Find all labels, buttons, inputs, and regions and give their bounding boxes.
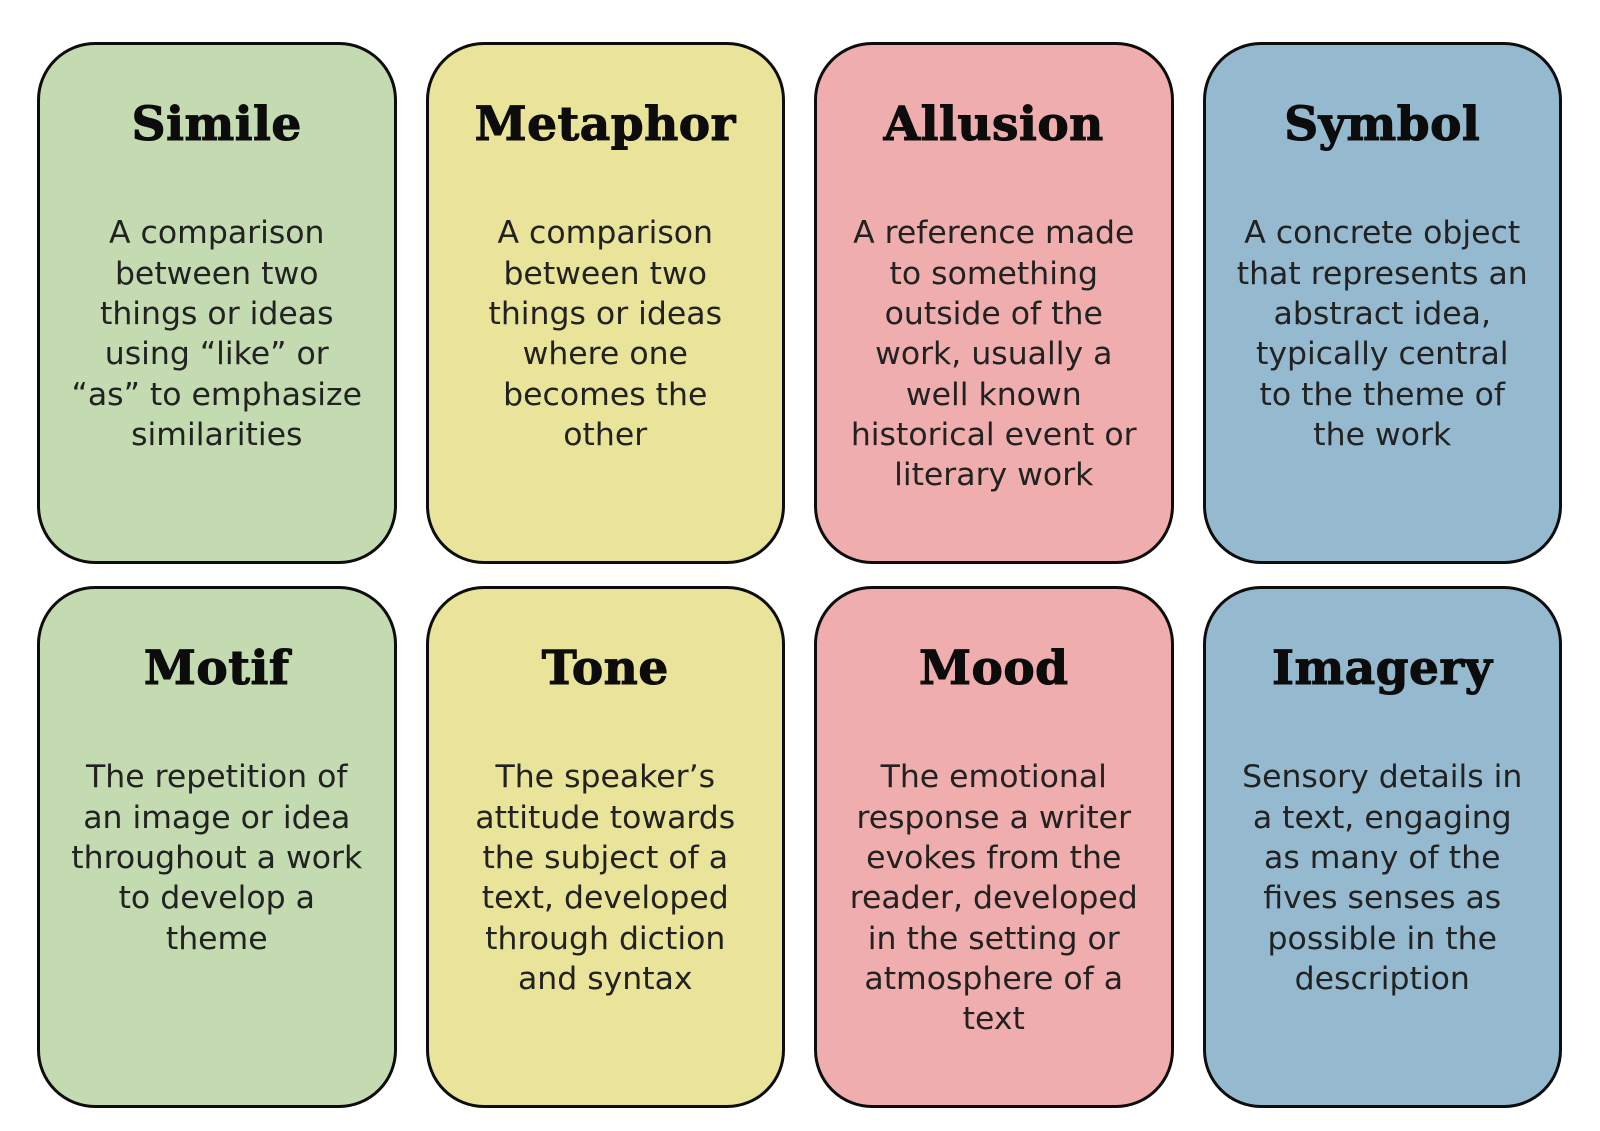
card-definition: The speaker’s attitude towards the subje… [475, 759, 736, 997]
card-title: Mood [918, 640, 1069, 696]
card-definition: A concrete object that represents an abs… [1236, 215, 1528, 453]
card-definition: Sensory details in a text, engaging as m… [1242, 759, 1523, 997]
card-title: Imagery [1271, 640, 1493, 696]
card-motif: Motif The repetition of an image or idea… [37, 586, 397, 1108]
card-title: Allusion [883, 96, 1104, 152]
card-mood: Mood The emotional response a writer evo… [814, 586, 1174, 1108]
card-symbol: Symbol A concrete object that represents… [1202, 42, 1562, 564]
card-title: Simile [131, 96, 302, 152]
card-simile: Simile A comparison between two things o… [37, 42, 397, 564]
card-definition: The repetition of an image or idea throu… [71, 759, 363, 957]
card-title: Symbol [1284, 96, 1481, 152]
card-metaphor: Metaphor A comparison between two things… [425, 42, 785, 564]
card-definition: A reference made to something outside of… [850, 215, 1137, 494]
card-allusion: Allusion A reference made to something o… [814, 42, 1174, 564]
card-title: Motif [143, 640, 290, 696]
card-title: Metaphor [474, 96, 736, 152]
card-definition: A comparison between two things or ideas… [71, 215, 362, 453]
card-definition: A comparison between two things or ideas… [488, 215, 723, 453]
card-title: Tone [541, 640, 669, 696]
card-definition: The emotional response a writer evokes f… [849, 759, 1138, 1038]
card-tone: Tone The speaker’s attitude towards the … [425, 586, 785, 1108]
card-imagery: Imagery Sensory details in a text, engag… [1202, 586, 1562, 1108]
